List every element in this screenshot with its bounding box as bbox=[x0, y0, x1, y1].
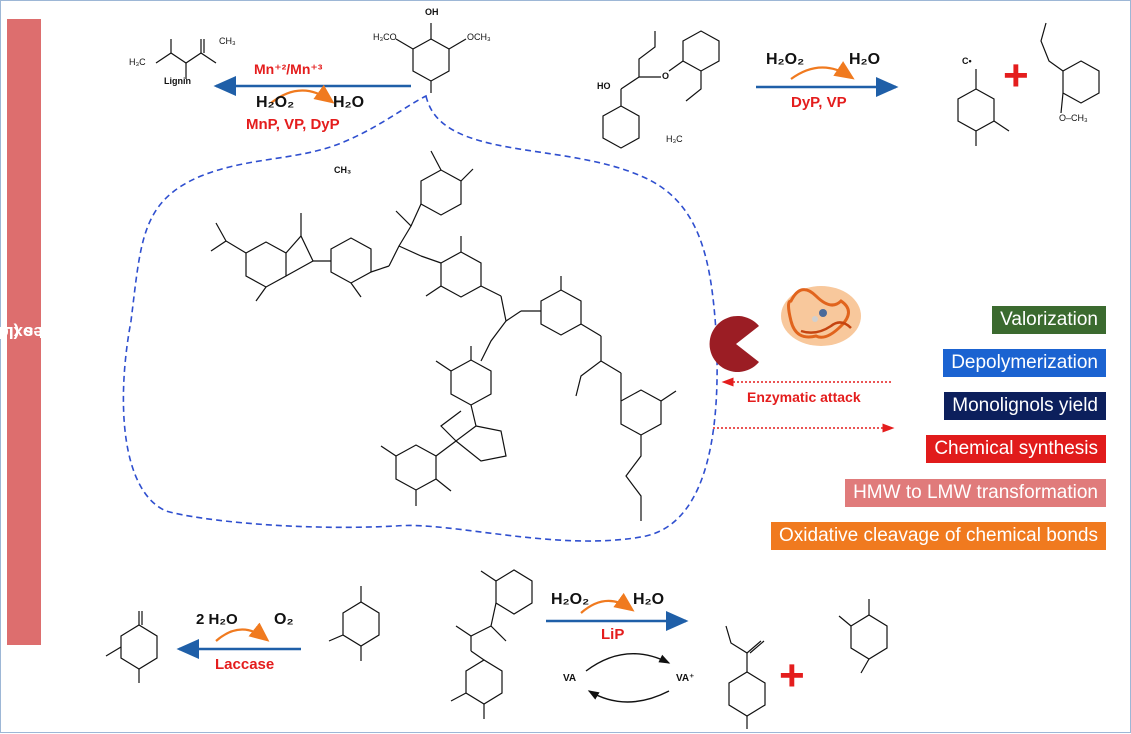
bottom-right-curved-arrow bbox=[580, 592, 635, 614]
top-left-product: H₂O bbox=[333, 94, 365, 111]
benefit-badge: Valorization bbox=[992, 306, 1106, 334]
chem-label-o-ch3: O–CH₃ bbox=[1059, 113, 1088, 123]
bottom-left-reactant: 2 H₂O bbox=[196, 611, 238, 628]
side-title-banner bbox=[7, 19, 41, 645]
top-left-enzymes: MnP, VP, DyP bbox=[246, 116, 340, 133]
product-ch3-label: CH₃ bbox=[219, 36, 236, 46]
chem-label-h3c: H₃C bbox=[666, 134, 683, 144]
metal-couple-label: Mn⁺²/Mn⁺³ bbox=[254, 61, 323, 77]
benefit-badge: Depolymerization bbox=[943, 349, 1106, 377]
enzyme-pacman-icon bbox=[709, 316, 759, 372]
benefit-badge: Monolignols yield bbox=[944, 392, 1106, 420]
enzymatic-attack-label: Enzymatic attack bbox=[747, 389, 861, 405]
top-left-curved-arrow bbox=[270, 84, 335, 104]
benefit-badge: HMW to LMW transformation bbox=[845, 479, 1106, 507]
top-left-reactant: H₂O₂ bbox=[256, 94, 295, 111]
va-label: VA bbox=[563, 673, 577, 684]
chem-label-oh: OH bbox=[425, 7, 439, 17]
chem-label-h3co: H₃CO bbox=[373, 32, 397, 42]
chem-label-o: O bbox=[662, 71, 670, 81]
chem-label-c-radical: C• bbox=[962, 56, 972, 66]
product-h3c-label: H₃C bbox=[129, 57, 146, 67]
benefit-badge: Chemical synthesis bbox=[926, 435, 1106, 463]
product-skeleton bbox=[155, 52, 217, 64]
syringyl-ring bbox=[412, 38, 450, 82]
top-right-plus: + bbox=[1003, 51, 1029, 100]
bottom-right-reactant: H₂O₂ bbox=[551, 591, 590, 608]
top-right-reactant: H₂O₂ bbox=[766, 51, 805, 68]
chem-label-ho: HO bbox=[597, 81, 611, 91]
chem-label-och3: OCH₃ bbox=[467, 32, 491, 42]
bottom-right-plus: + bbox=[779, 651, 805, 700]
lignin-polymer-structure bbox=[210, 150, 677, 521]
bottom-left-curved-arrow bbox=[215, 622, 270, 642]
chem-label-ch3: CH₃ bbox=[334, 165, 352, 175]
va-radical-label: VA⁺ bbox=[676, 673, 695, 684]
product-lignin-label: Lignin bbox=[164, 76, 191, 86]
bottom-middle-reactant bbox=[450, 569, 533, 719]
top-right-enzymes: DyP, VP bbox=[791, 94, 847, 111]
bottom-left-product: O₂ bbox=[274, 611, 294, 628]
top-right-curved-arrow bbox=[790, 61, 855, 80]
bottom-right-product: H₂O bbox=[633, 591, 665, 608]
top-right-reactant bbox=[602, 30, 720, 149]
va-cycle-arrow-forward bbox=[585, 653, 671, 672]
top-left-reaction bbox=[155, 23, 467, 93]
lignin-polymer-boundary bbox=[122, 94, 718, 542]
top-right-products bbox=[957, 22, 1100, 146]
bottom-right-products bbox=[725, 599, 888, 729]
va-cycle-arrow-back bbox=[587, 690, 670, 703]
benefit-badge: Oxidative cleavage of chemical bonds bbox=[771, 522, 1106, 550]
enzyme-protein-structure-icon bbox=[781, 286, 861, 346]
bottom-left-enzyme: Laccase bbox=[215, 656, 275, 673]
bottom-right-enzyme: LiP bbox=[601, 626, 625, 643]
bottom-left-reaction bbox=[105, 586, 380, 683]
top-right-product: H₂O bbox=[849, 51, 881, 68]
